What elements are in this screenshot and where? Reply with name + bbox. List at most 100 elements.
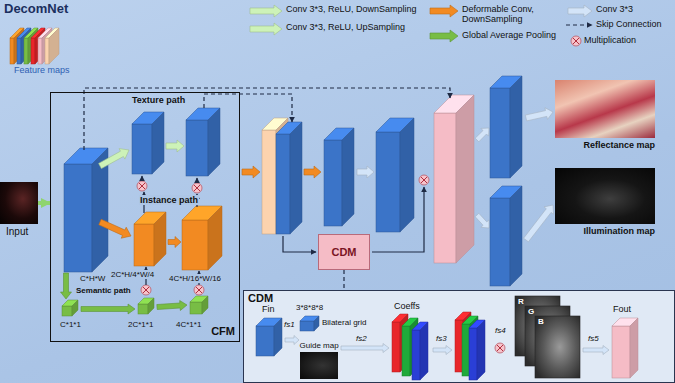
block-arrow bbox=[285, 336, 299, 345]
legend-arrow bbox=[430, 5, 458, 17]
block-arrow bbox=[341, 344, 389, 353]
caption: Feature maps bbox=[14, 65, 70, 75]
skip-connection bbox=[84, 88, 450, 150]
multiplication-symbol bbox=[192, 183, 202, 193]
legend-arrow bbox=[568, 5, 592, 17]
feature-block bbox=[612, 318, 638, 378]
block-arrow bbox=[433, 346, 452, 355]
function-name: fs5 bbox=[588, 334, 599, 343]
block-arrow bbox=[475, 128, 489, 142]
legend-arrow bbox=[430, 30, 458, 42]
block-arrow bbox=[583, 346, 609, 355]
part-name: Bilateral grid bbox=[322, 318, 366, 327]
legend-text: Skip Connection bbox=[596, 19, 662, 29]
tensor-size: C*H*W bbox=[80, 274, 105, 283]
feature-block bbox=[469, 320, 485, 380]
block-arrow bbox=[168, 237, 181, 248]
flow-line bbox=[283, 236, 316, 252]
function-name: fs3 bbox=[436, 334, 447, 343]
legend-arrow bbox=[250, 5, 282, 17]
block-arrow bbox=[166, 140, 184, 152]
image-caption: Input bbox=[6, 226, 28, 238]
feature-name: Fin bbox=[262, 304, 275, 314]
path-name: Texture path bbox=[132, 95, 185, 105]
block-arrow bbox=[81, 304, 135, 314]
block-arrow bbox=[475, 213, 489, 228]
flow-line bbox=[372, 187, 424, 252]
tensor-size: 4C*H/16*W/16 bbox=[168, 274, 222, 283]
flow-line bbox=[141, 176, 142, 181]
module-box: CFM bbox=[50, 92, 240, 342]
tensor-size: 4C*1*1 bbox=[176, 320, 201, 329]
panel-title: CDM bbox=[248, 292, 273, 305]
tensor-size: C*1*1 bbox=[60, 320, 81, 329]
multiplication-symbol bbox=[571, 36, 581, 46]
image-caption: Reflectance map bbox=[583, 140, 655, 150]
multiplication-symbol bbox=[419, 175, 429, 185]
panel-title: DecomNet bbox=[4, 2, 68, 17]
function-name: fs2 bbox=[356, 334, 367, 343]
feature-block bbox=[134, 212, 166, 266]
feature-block bbox=[45, 28, 59, 64]
image-caption: Guide map bbox=[300, 341, 339, 350]
feature-block bbox=[62, 300, 78, 316]
legend-arrow bbox=[250, 23, 282, 35]
skip-connection bbox=[204, 94, 292, 122]
block-arrow bbox=[357, 166, 374, 178]
channel-name: R bbox=[518, 297, 524, 306]
feature-block bbox=[324, 128, 354, 226]
legend-text: Global Average Pooling bbox=[462, 30, 556, 40]
module-name: CFM bbox=[211, 325, 235, 338]
tensor-size: 2C*H/4*W/4 bbox=[110, 270, 155, 279]
feature-block bbox=[132, 112, 164, 174]
block-arrow bbox=[99, 219, 131, 238]
block-arrow bbox=[157, 301, 187, 311]
output-image: Reflectance map bbox=[555, 80, 655, 138]
feature-block bbox=[138, 298, 154, 314]
multiplication-symbol bbox=[495, 343, 505, 353]
multiplication-symbol bbox=[141, 285, 151, 295]
feature-block bbox=[276, 122, 302, 234]
legend-text: Conv 3*3, ReLU, UpSampling bbox=[286, 22, 405, 32]
output-image: Illumination map bbox=[555, 168, 655, 224]
block-arrow bbox=[524, 205, 554, 242]
guide-image: Guide map bbox=[300, 352, 338, 379]
block-arrow bbox=[242, 166, 260, 178]
block-arrow bbox=[99, 149, 129, 169]
path-name: Semantic path bbox=[76, 286, 131, 295]
part-name: Coeffs bbox=[394, 301, 420, 311]
block-arrow bbox=[61, 273, 72, 299]
legend-skip-line bbox=[566, 24, 592, 25]
feature-block bbox=[256, 318, 282, 356]
image-caption: Illumination map bbox=[583, 226, 655, 236]
path-name: Instance path bbox=[139, 195, 199, 205]
legend-text: Multiplication bbox=[584, 35, 636, 45]
feature-name: Fout bbox=[613, 304, 631, 314]
feature-block bbox=[490, 76, 522, 178]
cdm-panel-ground bbox=[243, 290, 675, 383]
feature-block bbox=[300, 316, 319, 331]
function-name: fs4 bbox=[495, 326, 506, 335]
module-box: CDM bbox=[318, 234, 370, 270]
multiplication-symbol bbox=[194, 285, 204, 295]
feature-block bbox=[182, 206, 222, 270]
flow-line bbox=[196, 178, 197, 183]
legend-text: Conv 3*3 bbox=[596, 4, 633, 14]
channel-name: G bbox=[528, 307, 534, 316]
feature-block bbox=[186, 108, 220, 176]
zoom-link bbox=[343, 270, 344, 290]
feature-block bbox=[376, 118, 414, 232]
channel-image bbox=[535, 316, 580, 378]
module-name: CDM bbox=[331, 246, 356, 259]
feature-block bbox=[412, 322, 428, 380]
multiplication-symbol bbox=[137, 181, 147, 191]
input-image: Input bbox=[0, 182, 38, 224]
channel-name: B bbox=[538, 317, 544, 326]
tensor-size: 3*8*8*8 bbox=[296, 303, 323, 312]
block-arrow bbox=[304, 166, 321, 178]
legend-text: Conv 3*3, ReLU, DownSampling bbox=[286, 4, 417, 14]
input-arrow bbox=[38, 201, 50, 205]
function-name: fs1 bbox=[284, 320, 295, 329]
block-arrow bbox=[525, 108, 553, 121]
